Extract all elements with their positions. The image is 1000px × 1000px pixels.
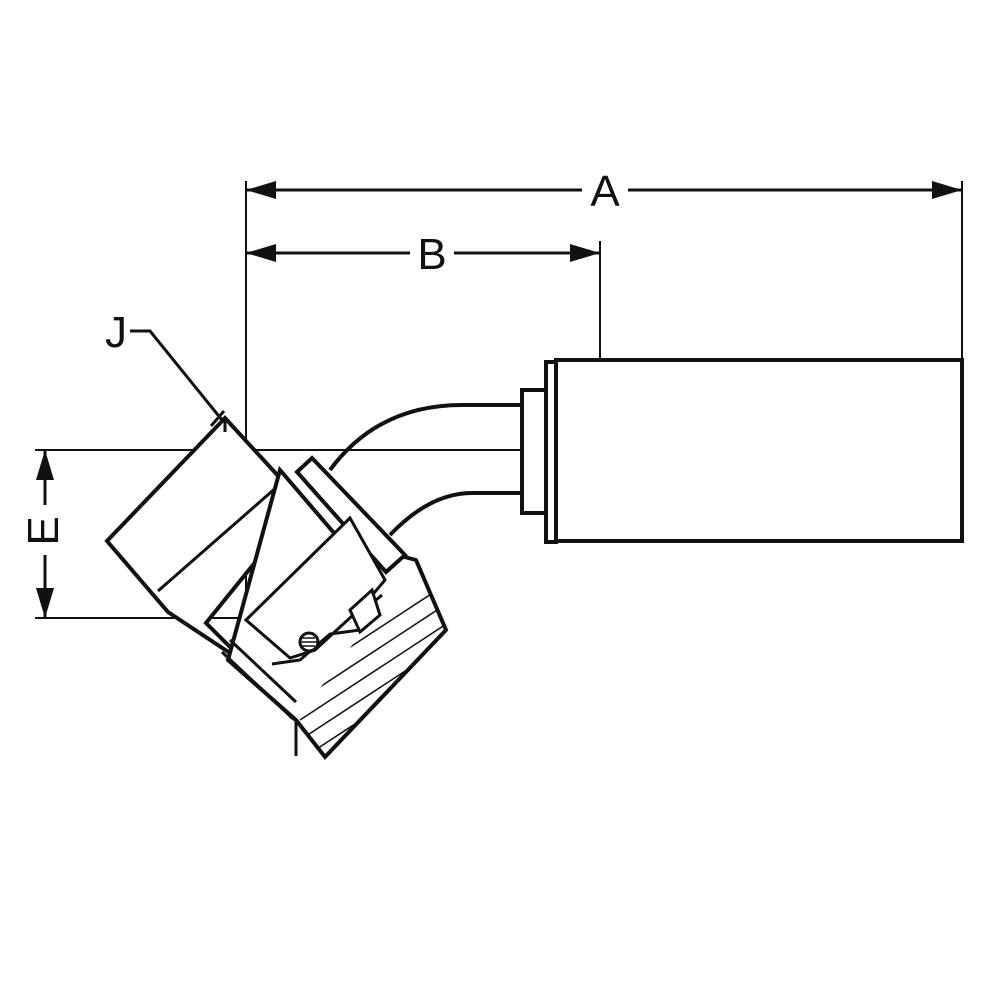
seat-line-2: [220, 650, 292, 718]
dimension-label-b: B: [417, 230, 446, 279]
hex-nut-edge-1: [157, 477, 287, 593]
leader-label-j: J: [105, 308, 127, 357]
body-lower-edge: [288, 714, 298, 722]
neck-collar: [520, 388, 548, 515]
elbow-tube: [328, 403, 522, 537]
ferrule-assembly: [520, 358, 964, 544]
seal-notch: [348, 587, 382, 635]
seat-line-1: [228, 638, 298, 704]
ferrule-sleeve: [554, 358, 964, 543]
leader-j: J: [105, 308, 226, 427]
elbow-tube-inner-edge: [388, 491, 522, 537]
dimension-label-a: A: [590, 167, 620, 216]
dimension-label-e: E: [19, 516, 68, 545]
leader-line-j: [130, 329, 224, 421]
connection-body: [220, 455, 449, 761]
thread-hatch-line: [299, 614, 446, 721]
dimension-b: B: [246, 230, 601, 383]
o-ring: [298, 631, 320, 653]
elbow-tube-outer-edge: [328, 403, 522, 472]
leader-tick-j: [209, 410, 226, 427]
thread-hatch-line: [299, 594, 446, 701]
